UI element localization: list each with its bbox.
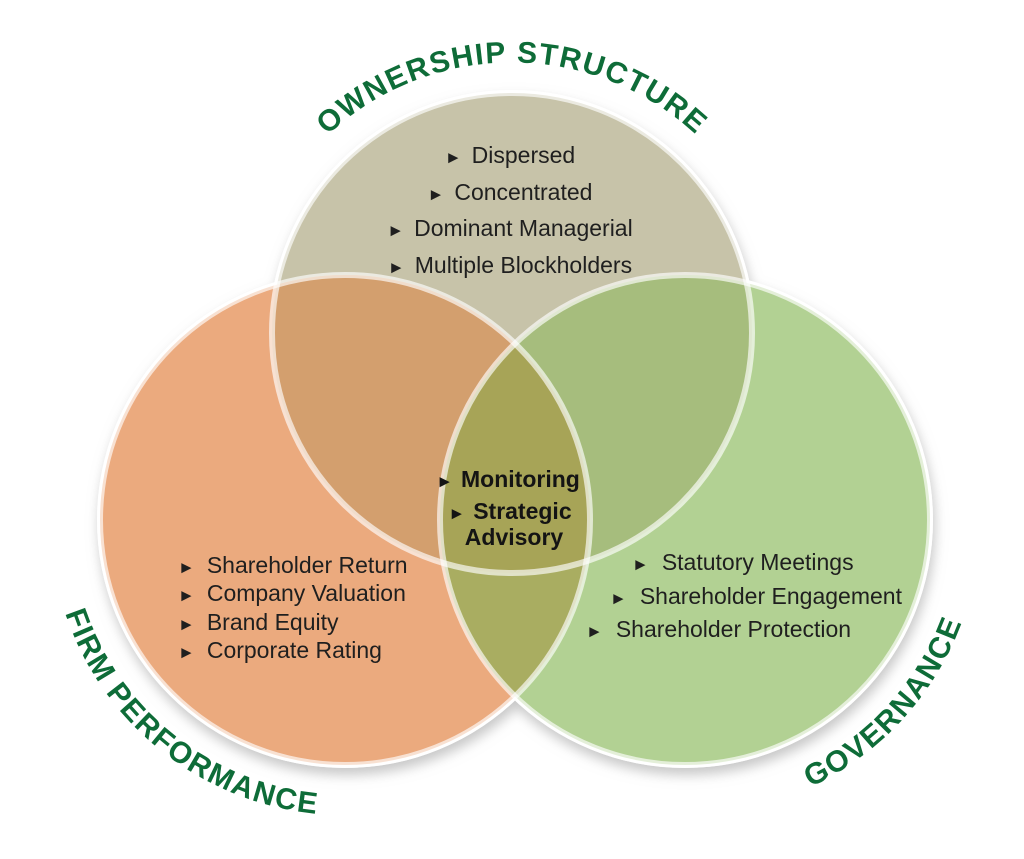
ownership-items: ► Dispersed ► Concentrated ► Dominant Manag… [387, 142, 632, 278]
ownership-item-label: Concentrated [454, 179, 592, 205]
firm-performance-item-label: Brand Equity [207, 609, 339, 635]
center-item-label: Monitoring [461, 466, 580, 492]
ownership-item-label: Dominant Managerial [414, 215, 633, 241]
ownership-item: ► Concentrated [428, 179, 593, 205]
bullet-icon: ► [586, 622, 603, 641]
ownership-item-label: Multiple Blockholders [415, 252, 632, 278]
ownership-item: ► Dispersed [445, 142, 575, 168]
bullet-icon: ► [178, 558, 195, 577]
bullet-icon: ► [445, 148, 462, 167]
firm-performance-items: ► Shareholder Return ► Company Valuation ►… [178, 552, 408, 663]
bullet-icon: ► [436, 472, 453, 491]
governance-item-label: Shareholder Protection [616, 616, 851, 642]
center-item-label: Strategic [473, 498, 572, 524]
bullet-icon: ► [178, 643, 195, 662]
center-item: Advisory [465, 524, 564, 550]
ownership-ring [269, 90, 755, 576]
governance-items: ► Statutory Meetings ► Shareholder Engagem… [586, 549, 903, 642]
governance-item-label: Shareholder Engagement [640, 583, 903, 609]
bullet-icon: ► [178, 586, 195, 605]
ownership-item: ► Dominant Managerial [387, 215, 632, 241]
governance-ring [437, 272, 933, 768]
firm-performance-item: ► Shareholder Return [178, 552, 408, 578]
firm-performance-item: ► Company Valuation [178, 580, 406, 606]
firm-performance-ring [97, 272, 593, 768]
governance-item: ► Statutory Meetings [632, 549, 854, 575]
circle-rings [97, 90, 933, 768]
center-overlap-items: ► Monitoring ► Strategic Advisory [436, 466, 580, 550]
governance-item: ► Shareholder Engagement [610, 583, 903, 609]
bullet-icon: ► [178, 615, 195, 634]
bullet-icon: ► [448, 504, 465, 523]
firm-performance-item: ► Brand Equity [178, 609, 339, 635]
firm-performance-item-label: Corporate Rating [207, 637, 382, 663]
ownership-item-label: Dispersed [472, 142, 576, 168]
bullet-icon: ► [632, 555, 649, 574]
governance-item: ► Shareholder Protection [586, 616, 851, 642]
bullet-icon: ► [610, 589, 627, 608]
governance-item-label: Statutory Meetings [662, 549, 854, 575]
firm-performance-item-label: Shareholder Return [207, 552, 408, 578]
bullet-icon: ► [388, 258, 405, 277]
center-item: ► Monitoring [436, 466, 580, 492]
bullet-icon: ► [387, 221, 404, 240]
center-item-label: Advisory [465, 524, 564, 550]
firm-performance-item: ► Corporate Rating [178, 637, 382, 663]
center-item: ► Strategic [448, 498, 571, 524]
bullet-icon: ► [428, 185, 445, 204]
ownership-item: ► Multiple Blockholders [388, 252, 632, 278]
firm-performance-item-label: Company Valuation [207, 580, 406, 606]
